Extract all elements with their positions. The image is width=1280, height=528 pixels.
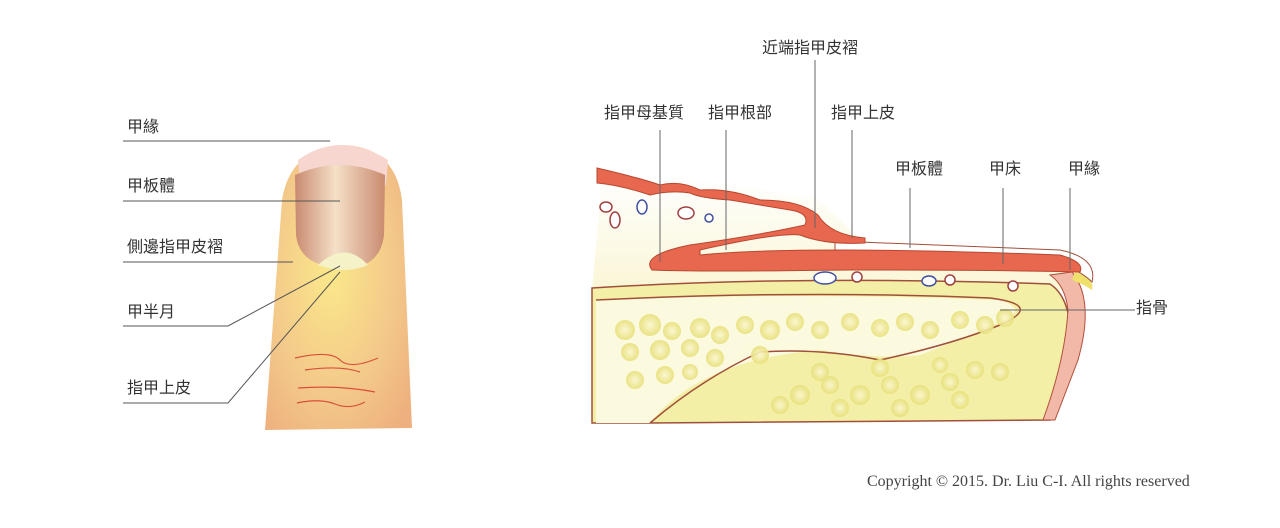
label-free-edge: 甲緣 [127,117,160,136]
cross-section-illustration [591,167,1094,424]
label-proximal-nail-fold: 近端指甲皮褶 [762,38,859,57]
label-nail-plate: 甲板體 [127,176,176,195]
right-leader-lines [659,60,1135,311]
label-lunula: 甲半月 [127,302,176,321]
label-cuticle: 指甲上皮 [127,378,192,397]
left-leader-lines [123,140,341,404]
label-nail-root: 指甲根部 [708,103,773,122]
label-bone: 指骨 [1136,298,1169,317]
label-lateral-nail-fold: 側邊指甲皮褶 [127,237,224,256]
label-nail-matrix: 指甲母基質 [604,103,685,122]
finger-illustration [265,145,412,430]
label-free-edge-right: 甲緣 [1068,159,1101,178]
label-cuticle-right: 指甲上皮 [831,103,896,122]
label-nail-bed: 甲床 [989,159,1022,178]
copyright-notice: Copyright © 2015. Dr. Liu C-I. All right… [867,473,1190,490]
bone-cells [615,309,1014,417]
label-nail-plate-right: 甲板體 [895,159,944,178]
